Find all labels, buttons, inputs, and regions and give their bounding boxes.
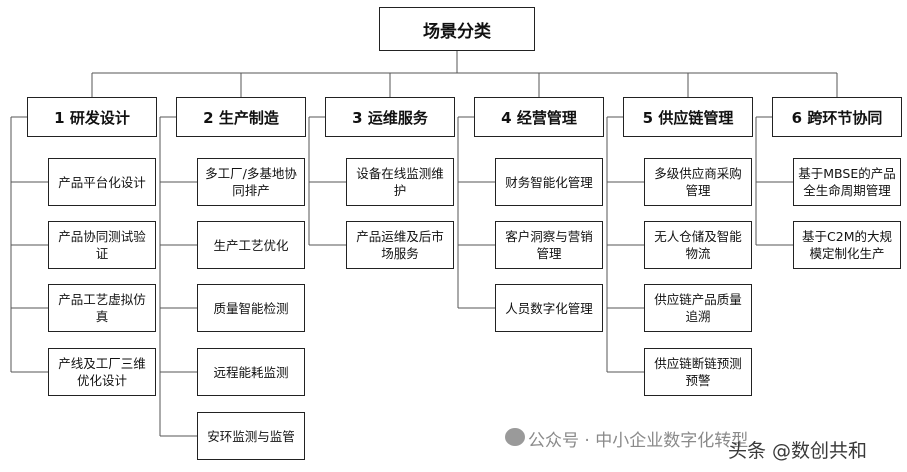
scenario-node-2-3: 质量智能检测 <box>197 284 305 332</box>
scenario-node-1-4: 产线及工厂三维优化设计 <box>48 348 156 396</box>
scenario-node-4-2: 客户洞察与营销管理 <box>495 221 603 269</box>
category-node-1: 1 研发设计 <box>27 97 157 137</box>
scenario-node-2-5: 安环监测与监管 <box>197 412 305 460</box>
category-node-5: 5 供应链管理 <box>623 97 753 137</box>
scenario-node-6-2: 基于C2M的大规模定制化生产 <box>793 221 901 269</box>
scenario-node-1-2: 产品协同测试验证 <box>48 221 156 269</box>
scenario-node-3-2: 产品运维及后市场服务 <box>346 221 454 269</box>
category-node-4: 4 经营管理 <box>474 97 604 137</box>
category-node-3: 3 运维服务 <box>325 97 455 137</box>
wechat-icon <box>505 428 525 446</box>
scenario-node-6-1: 基于MBSE的产品全生命周期管理 <box>793 158 901 206</box>
watermark-official-account: 公众号 · 中小企业数字化转型 <box>528 431 749 451</box>
scenario-node-5-2: 无人仓储及智能物流 <box>644 221 752 269</box>
scenario-node-1-3: 产品工艺虚拟仿真 <box>48 284 156 332</box>
scenario-node-5-3: 供应链产品质量追溯 <box>644 284 752 332</box>
scenario-node-4-1: 财务智能化管理 <box>495 158 603 206</box>
root-node: 场景分类 <box>379 7 535 51</box>
scenario-node-5-4: 供应链断链预测预警 <box>644 348 752 396</box>
category-node-6: 6 跨环节协同 <box>772 97 902 137</box>
scenario-node-2-4: 远程能耗监测 <box>197 348 305 396</box>
category-node-2: 2 生产制造 <box>176 97 306 137</box>
scenario-node-2-2: 生产工艺优化 <box>197 221 305 269</box>
scenario-node-5-1: 多级供应商采购管理 <box>644 158 752 206</box>
scenario-node-3-1: 设备在线监测维护 <box>346 158 454 206</box>
scenario-node-2-1: 多工厂/多基地协同排产 <box>197 158 305 206</box>
scenario-node-1-1: 产品平台化设计 <box>48 158 156 206</box>
watermark-toutiao: 头条 @数创共和 <box>728 440 868 462</box>
scenario-node-4-3: 人员数字化管理 <box>495 284 603 332</box>
